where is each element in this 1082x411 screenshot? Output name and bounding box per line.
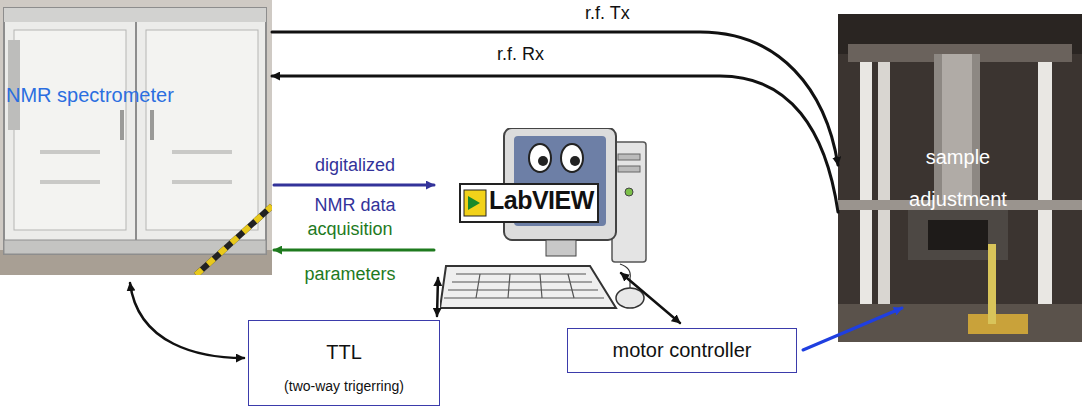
node-label: sample adjustment	[858, 136, 1058, 220]
edge-label: r.f. Rx	[497, 44, 544, 65]
spectrometer-node: NMR spectrometer	[0, 0, 272, 275]
connector-arrow	[130, 283, 244, 358]
edge-label: digitalized NMR data	[295, 145, 415, 225]
edge-label: acquisition parameters	[290, 207, 410, 297]
connector-arrow	[272, 32, 838, 165]
connector-arrow	[274, 249, 434, 252]
box-note: (two-way trigerring)	[249, 378, 439, 394]
box-title: TTL	[249, 341, 439, 364]
sample-stage-photo	[838, 14, 1082, 342]
connector-arrow	[621, 273, 680, 323]
node-label: NMR spectrometer	[6, 84, 174, 107]
sample-stage-node: sample adjustment	[838, 14, 1082, 342]
process-box: TTL (two-way trigerring)	[248, 320, 440, 406]
connector-arrow	[272, 76, 838, 212]
connector-arrow	[803, 308, 902, 350]
edge-label: r.f. Tx	[585, 3, 630, 24]
software-logo: LabVIEW	[489, 186, 594, 215]
labview-computer	[440, 128, 650, 313]
computer-node: LabVIEW	[440, 128, 650, 313]
spectrometer-photo	[0, 0, 272, 275]
connector-arrow	[437, 278, 438, 316]
connector-arrow	[274, 184, 434, 187]
process-box: motor controller	[567, 328, 797, 373]
box-title: motor controller	[568, 339, 796, 362]
